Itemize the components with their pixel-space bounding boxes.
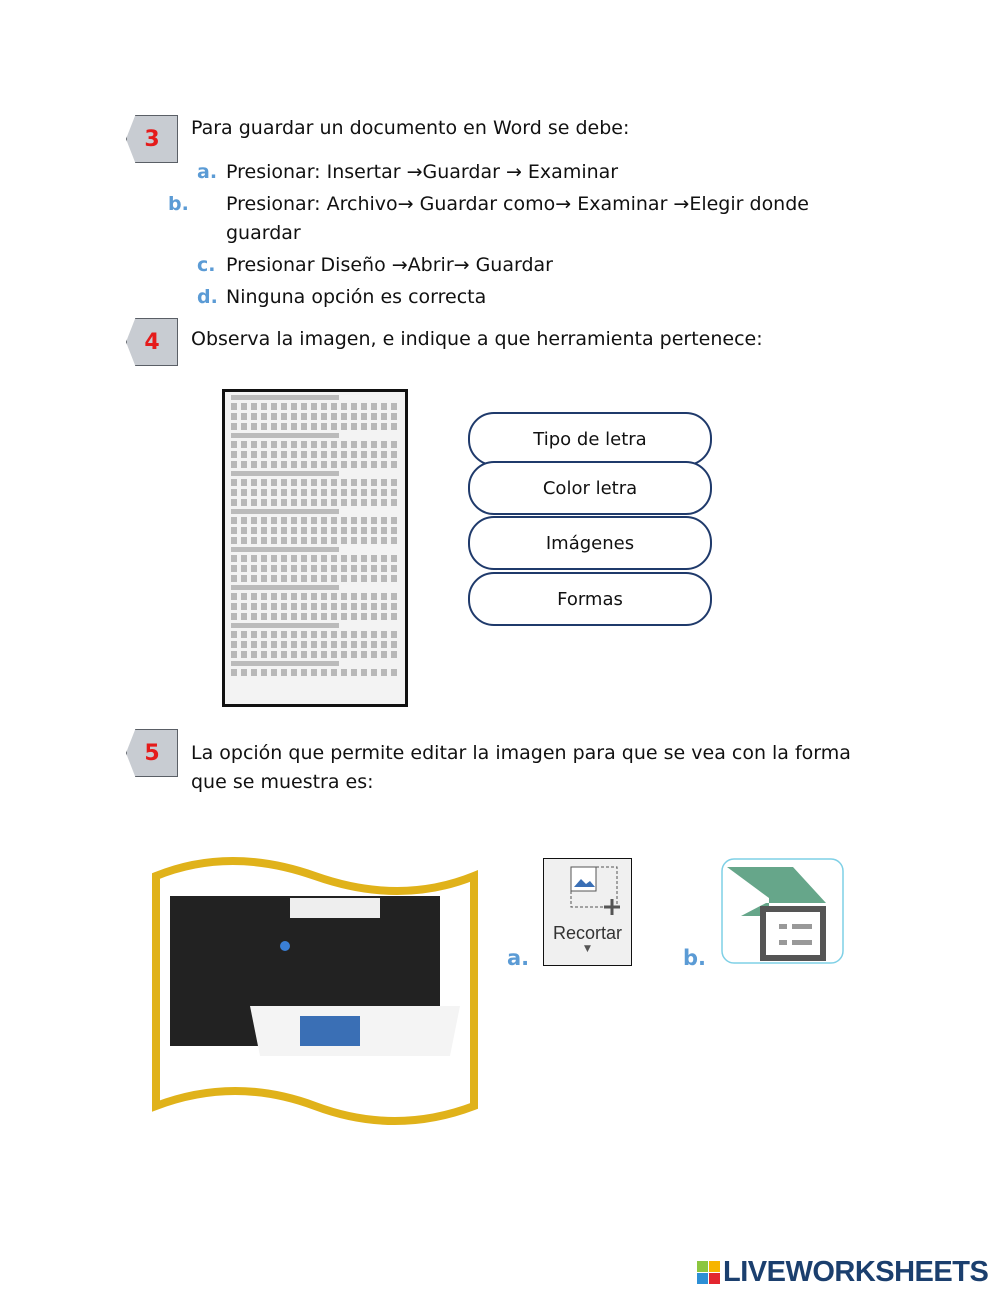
shape-row <box>231 403 399 410</box>
crop-label: Recortar <box>552 923 623 943</box>
logo-text: LIVEWORKSHEETS <box>723 1256 989 1288</box>
question-number-badge: 3 <box>126 115 178 163</box>
shape-row <box>231 499 399 506</box>
shape-row <box>231 479 399 486</box>
printer-image <box>152 857 478 1125</box>
shape-row <box>231 623 339 628</box>
option-letter: a. <box>507 946 530 970</box>
logo-icon <box>697 1261 720 1284</box>
question-text: Observa la imagen, e indique a que herra… <box>191 328 763 350</box>
shape-row <box>231 395 339 400</box>
question-number-badge: 4 <box>126 318 178 366</box>
shape-row <box>231 631 399 638</box>
option-letter: b. <box>168 193 189 215</box>
shape-row <box>231 537 399 544</box>
option-c[interactable]: c. Presionar Diseño →Abrir→ Guardar <box>197 251 847 280</box>
option-letter: a. <box>197 161 218 183</box>
shape-row <box>231 471 339 476</box>
shape-row <box>231 509 339 514</box>
option-letter: c. <box>197 254 216 276</box>
shape-row <box>231 517 399 524</box>
choice-pill[interactable]: Formas <box>468 572 712 626</box>
shape-row <box>231 527 399 534</box>
shape-row <box>231 613 399 620</box>
liveworksheets-logo: LIVEWORKSHEETS <box>697 1256 989 1289</box>
question-text: La opción que permite editar la imagen p… <box>191 742 851 793</box>
shape-row <box>231 451 399 458</box>
shape-row <box>231 441 399 448</box>
crop-icon <box>570 866 620 915</box>
shape-row <box>231 413 399 420</box>
question-number-badge: 5 <box>126 729 178 777</box>
shape-row <box>231 661 339 666</box>
shape-row <box>231 555 399 562</box>
option-b[interactable]: b. Presionar: Archivo→ Guardar como→ Exam… <box>168 190 846 248</box>
option-text: Ninguna opción es correcta <box>226 286 487 308</box>
shape-row <box>231 489 399 496</box>
shape-row <box>231 669 399 676</box>
option-a[interactable]: a. Presionar: Insertar →Guardar → Examina… <box>197 158 847 187</box>
shape-row <box>231 433 339 438</box>
shape-row <box>231 603 399 610</box>
choice-pill[interactable]: Imágenes <box>468 516 712 570</box>
option-letter: d. <box>197 286 218 308</box>
shape-row <box>231 565 399 572</box>
shape-row <box>231 575 399 582</box>
shape-row <box>231 593 399 600</box>
shape-row <box>231 585 339 590</box>
shape-row <box>231 641 399 648</box>
crop-button-option[interactable]: Recortar ▼ <box>543 858 632 966</box>
option-text: Presionar: Insertar →Guardar → Examinar <box>226 161 619 183</box>
option-text: Presionar Diseño →Abrir→ Guardar <box>226 254 553 276</box>
question-text: Para guardar un documento en Word se deb… <box>191 117 630 139</box>
text-box-layout-icon[interactable] <box>721 858 844 964</box>
option-d[interactable]: d. Ninguna opción es correcta <box>197 283 847 312</box>
option-text: Presionar: Archivo→ Guardar como→ Examin… <box>226 193 809 244</box>
shape-row <box>231 547 339 552</box>
choice-pill[interactable]: Tipo de letra <box>468 412 712 466</box>
dropdown-arrow-icon: ▼ <box>584 944 591 954</box>
shape-row <box>231 423 399 430</box>
shapes-gallery-image <box>222 389 408 707</box>
option-letter: b. <box>683 946 707 970</box>
shape-row <box>231 461 399 468</box>
choice-pill[interactable]: Color letra <box>468 461 712 515</box>
shape-row <box>231 651 399 658</box>
